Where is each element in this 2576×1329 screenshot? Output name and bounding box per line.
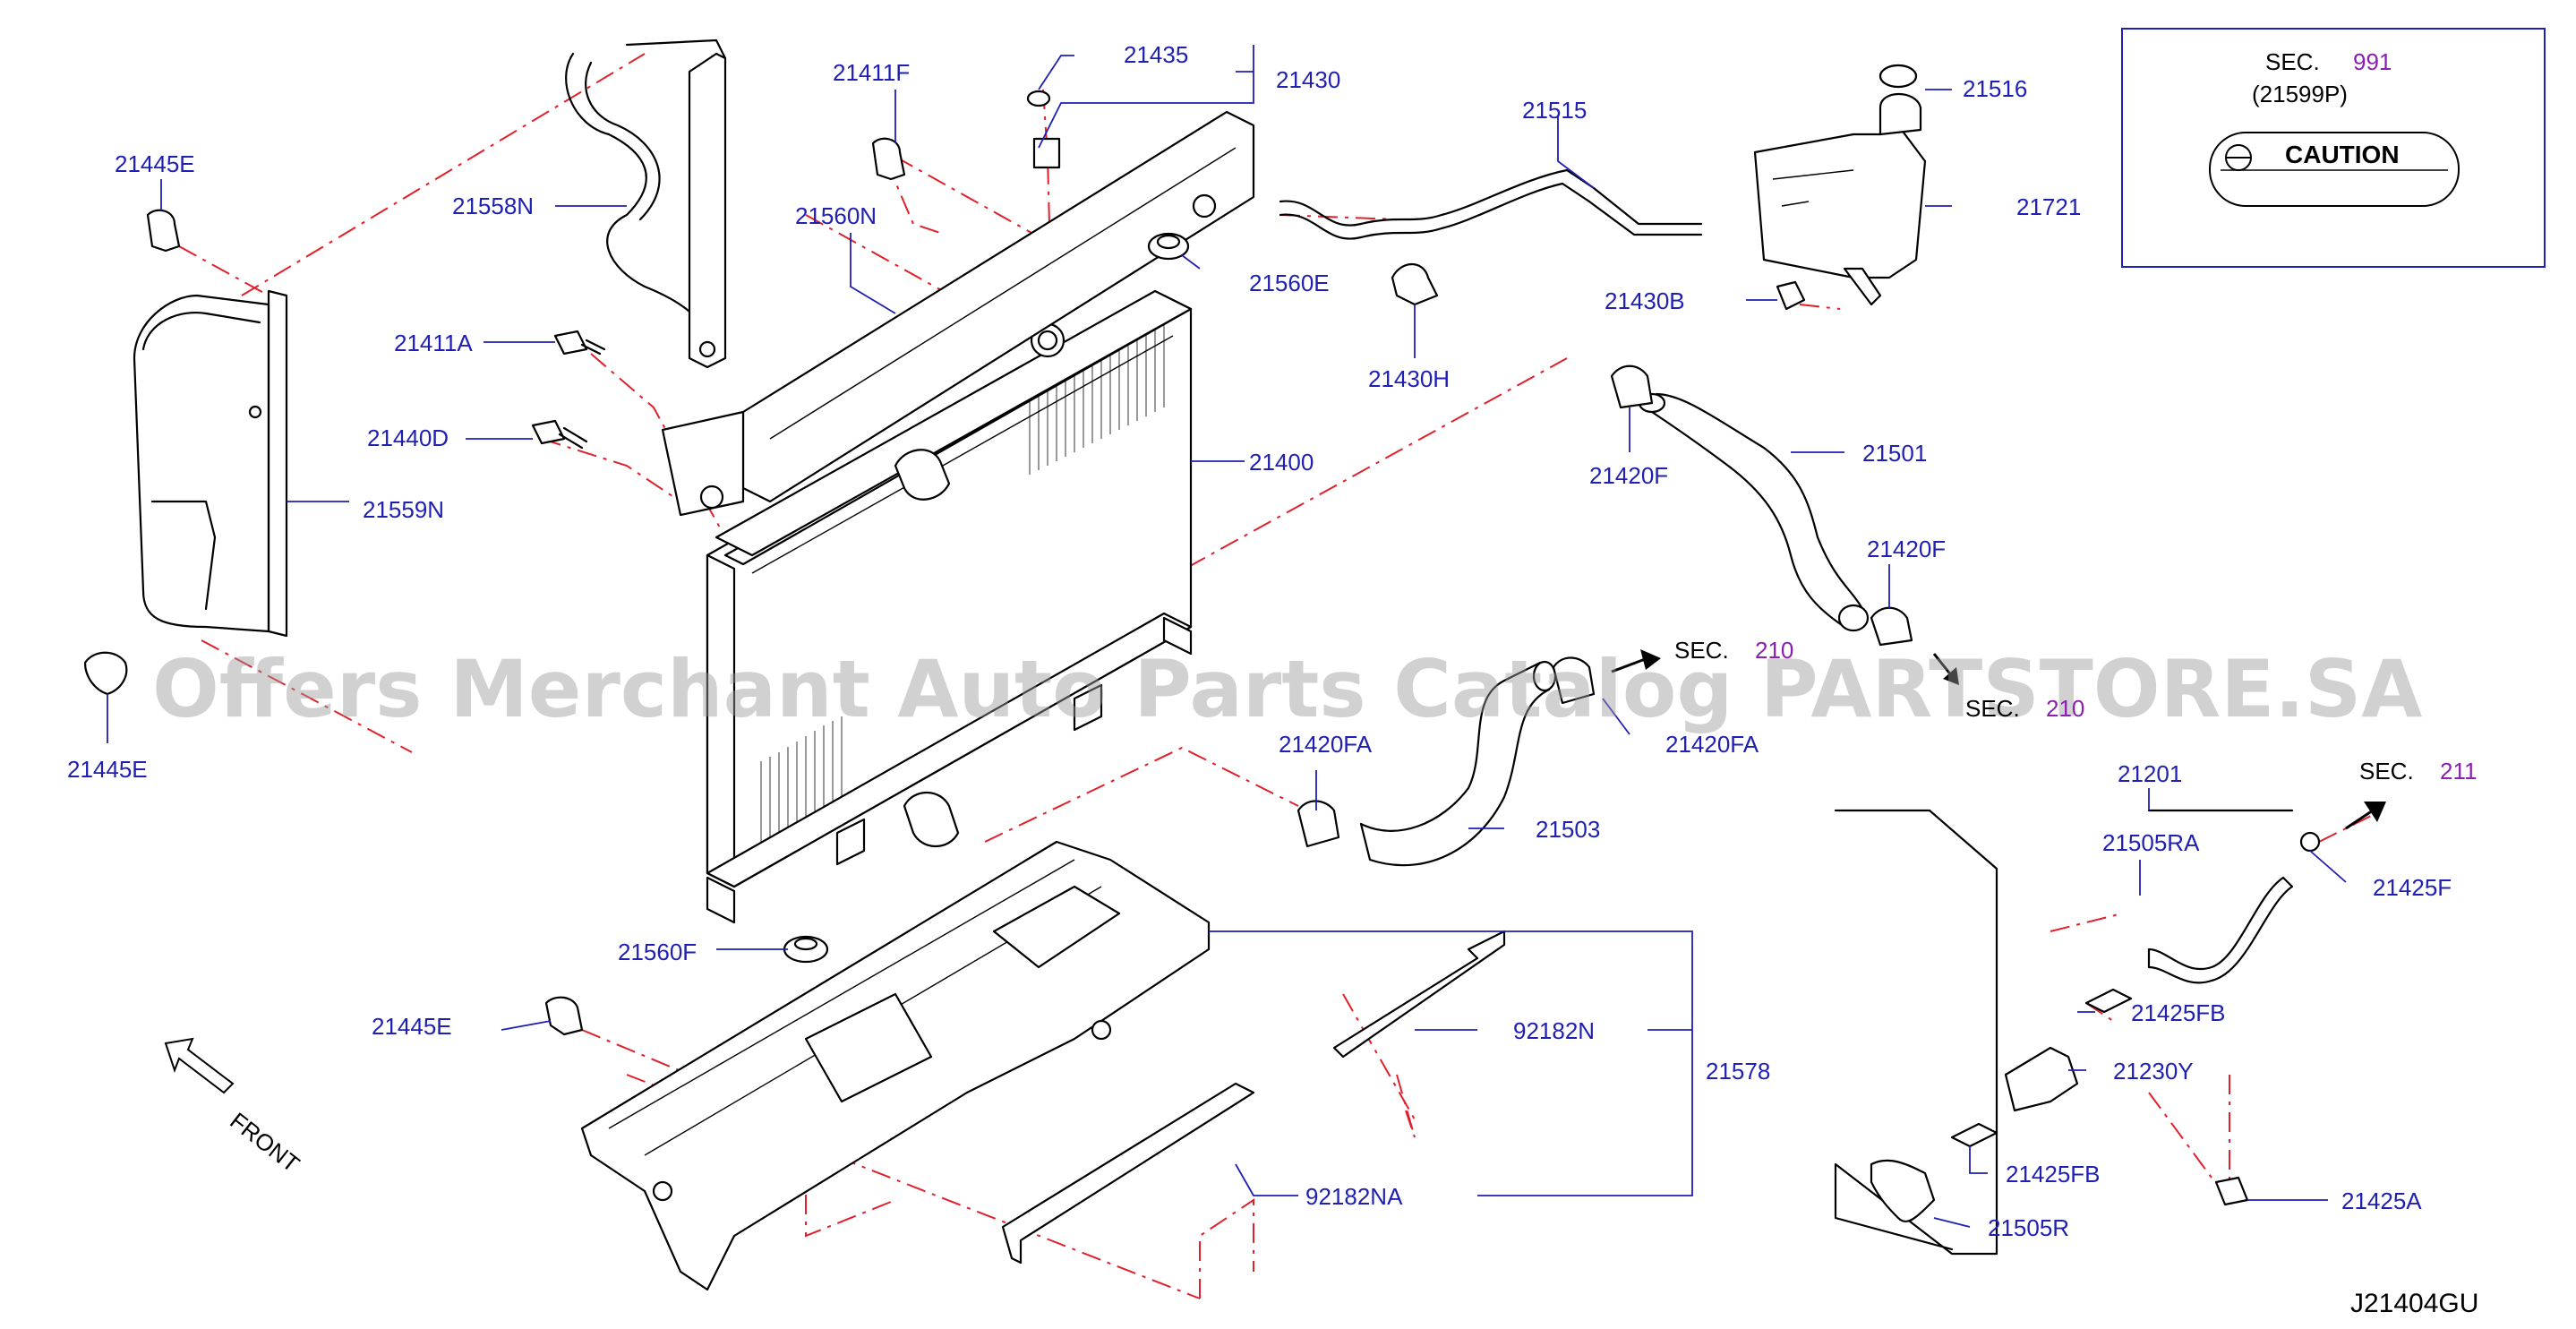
watermark: Offers Merchant Auto Parts Catalog PARTS… [152,643,2422,735]
label-21559N: 21559N [363,496,444,523]
section-ref-2-number: 210 [2046,695,2084,722]
label-21501: 21501 [1862,440,1927,467]
arrows [1611,649,2386,830]
clip-21445E-top [146,209,181,253]
label-21420FA-b: 21420FA [1279,731,1373,758]
clamp-21420F-a [1610,364,1654,409]
upper-mount-bracket [661,110,1255,517]
grommet-21560E [1147,232,1190,261]
caution-part-ref: (21599P) [2252,81,2348,107]
label-21445E-mid: 21445E [67,756,148,783]
nut-21430B [1776,280,1806,311]
label-21445E-bot: 21445E [372,1013,452,1040]
section-ref-3-number: 211 [2440,758,2477,785]
label-21505R: 21505R [1988,1214,2069,1241]
bolt-21440D [531,419,588,450]
label-21503: 21503 [1536,816,1600,843]
label-21430H: 21430H [1368,365,1450,392]
label-21201: 21201 [2118,760,2182,787]
lower-hose [1359,660,1557,867]
label-92182NA: 92182NA [1305,1183,1403,1210]
grommet-21560F [783,935,829,964]
caution-sec-number: 991 [2353,48,2392,75]
side-air-guide-lower [133,289,288,638]
label-21411F: 21411F [833,59,910,86]
clip-21430H [1391,263,1439,306]
label-21230Y: 21230Y [2113,1058,2194,1085]
label-21721: 21721 [2016,193,2081,220]
label-21516: 21516 [1963,75,2027,102]
caution-text: CAUTION [2285,141,2400,168]
label-21425A: 21425A [2341,1188,2422,1214]
section-ref-1-prefix: SEC. [1674,637,1729,664]
caution-label: CAUTION [2209,132,2460,207]
label-21420F-b: 21420F [1867,536,1946,562]
label-21558N: 21558N [452,193,534,219]
label-21435: 21435 [1124,41,1188,68]
small-parts [83,64,2249,1206]
label-21578: 21578 [1706,1058,1770,1085]
label-21430B: 21430B [1605,287,1685,314]
reservoir-hose [1279,168,1703,240]
label-21560N: 21560N [795,202,877,229]
label-21420FA-a: 21420FA [1665,731,1759,758]
label-21430: 21430 [1276,66,1340,93]
label-21400: 21400 [1249,449,1314,476]
caution-sec-prefix: SEC. [2265,48,2320,75]
clamp-21420FA-b [1297,800,1340,848]
caution-box: SEC. 991 (21599P) CAUTION [2121,28,2546,268]
label-21411A: 21411A [394,330,473,356]
lower-air-guide [580,840,1211,1291]
cap-21435 [1026,90,1051,107]
label-21425FB-a: 21425FB [2131,999,2226,1026]
section-ref-2-prefix: SEC. [1965,695,2020,722]
leader-lines [107,45,2347,1228]
part-labels: 21445E 21558N 21411F 21435 21430 21560N … [67,41,2452,1241]
label-21440D: 21440D [367,424,449,451]
clip-21411F [871,137,906,181]
section-ref-3-prefix: SEC. [2359,758,2414,785]
label-21445E-top: 21445E [115,150,195,177]
water-outlet-assembly [1834,809,2321,1256]
section-ref-3: SEC. 211 [2359,758,2477,785]
reservoir-tank [1753,64,1927,306]
label-21560E: 21560E [1249,270,1330,296]
section-ref-2: SEC. 210 [1965,695,2084,722]
label-21425F: 21425F [2373,874,2452,901]
cap-21516 [1879,64,1918,89]
upper-hose [1638,392,1870,632]
section-ref-1-number: 210 [1755,637,1793,664]
label-92182N: 92182N [1513,1017,1595,1044]
label-21505RA: 21505RA [2102,829,2200,856]
front-indicator: FRONT [164,1037,304,1178]
clip-21445E-bot [544,996,584,1036]
label-21560F: 21560F [618,939,697,965]
clamp-21420FA-a [1552,656,1596,705]
section-ref-1: SEC. 210 [1674,637,1793,664]
bolt-21425A [2214,1176,2249,1206]
radiator [706,289,1193,924]
label-21425FB-b: 21425FB [2006,1161,2101,1188]
bolt-21411A [553,330,606,356]
diagram-code: J21404GU [2350,1289,2478,1318]
clamp-21420F-b [1870,606,1913,647]
clip-21445E-mid [83,651,128,696]
label-21515: 21515 [1522,97,1587,124]
label-21420F-a: 21420F [1589,462,1668,489]
front-label: FRONT [225,1107,304,1178]
side-air-guide-upper [565,39,727,369]
